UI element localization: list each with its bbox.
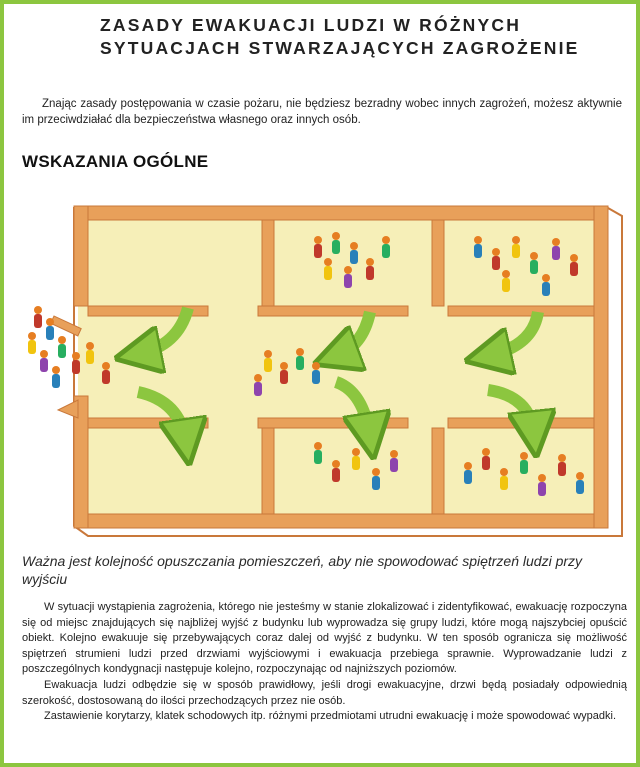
- body-paragraph-3: Zastawienie korytarzy, klatek schodowych…: [44, 710, 617, 723]
- group-room-3-bottom: [464, 448, 584, 496]
- group-room-2-top: [314, 232, 390, 288]
- title-line-1: ZASADY EWAKUACJI LUDZI W RÓŻNYCH: [100, 15, 522, 35]
- group-exit: [28, 306, 110, 388]
- body-text: W sytuacji wystąpienia zagrożenia, które…: [22, 600, 627, 725]
- evacuation-arrows: [138, 306, 538, 442]
- page-title: ZASADY EWAKUACJI LUDZI W RÓŻNYCH SYTUACJ…: [100, 14, 640, 60]
- people-groups: [28, 232, 584, 496]
- evacuation-floor-plan-icon: [28, 205, 623, 537]
- group-room-2-bottom: [314, 442, 398, 490]
- body-paragraph-2: Ewakuacja ludzi odbędzie się w sposób pr…: [22, 678, 627, 707]
- title-line-2: SYTUACJACH STWARZAJĄCYCH ZAGROŻENIE: [100, 38, 580, 58]
- body-paragraph-1: W sytuacji wystąpienia zagrożenia, które…: [22, 601, 627, 676]
- group-room-3-top: [474, 236, 578, 296]
- intro-paragraph: Znając zasady postępowania w czasie poża…: [22, 98, 622, 126]
- section-heading: WSKAZANIA OGÓLNE: [22, 152, 209, 171]
- evacuation-floor-plan: [18, 196, 630, 542]
- group-corridor: [254, 348, 320, 396]
- illustration-caption: Ważna jest kolejność opuszczania pomiesz…: [22, 553, 583, 587]
